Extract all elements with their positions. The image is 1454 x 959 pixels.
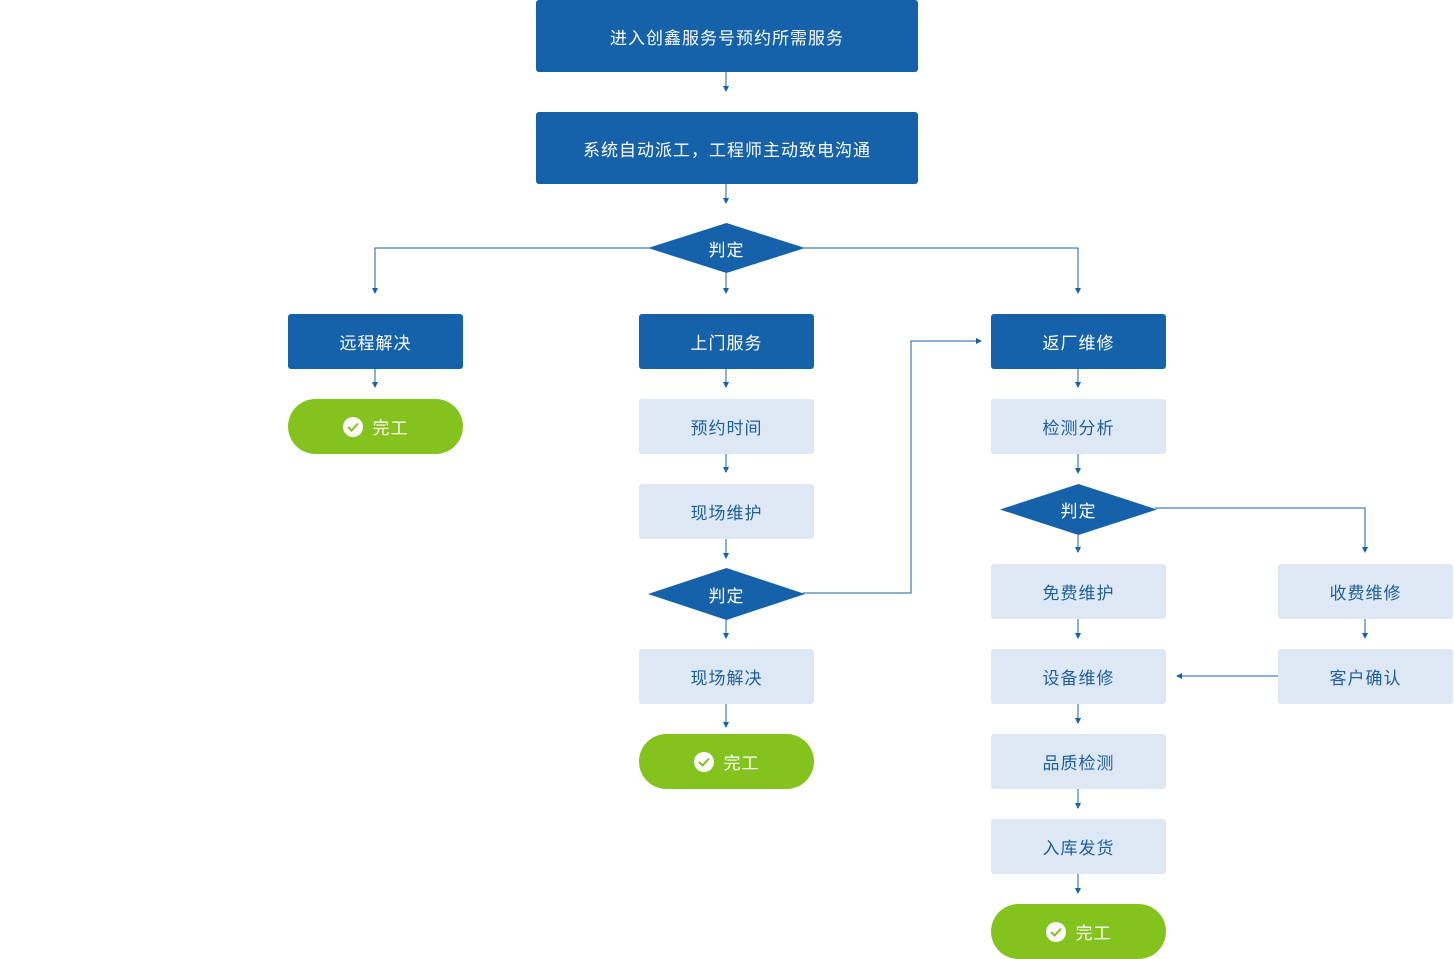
decision-diamond-factory: 判定: [1000, 484, 1157, 535]
equipment-repair-step: 设备维修: [991, 649, 1166, 704]
done-label: 完工: [1075, 924, 1112, 944]
remote-done-terminal: 完工: [288, 399, 463, 454]
dispatch-step: 系统自动派工，工程师主动致电沟通: [536, 112, 918, 184]
diamond-shape: [648, 223, 805, 273]
paid-repair-step: 收费维修: [1278, 564, 1453, 619]
diamond-shape: [1000, 484, 1157, 535]
decision-diamond-onsite: 判定: [648, 568, 805, 620]
quality-check-step: 品质检测: [991, 734, 1166, 789]
customer-confirm-step: 客户确认: [1278, 649, 1453, 704]
decision-diamond-main: 判定: [648, 223, 805, 273]
factory-done-terminal: 完工: [991, 904, 1166, 959]
done-label: 完工: [723, 754, 760, 774]
book-service-step: 进入创鑫服务号预约所需服务: [536, 0, 918, 72]
remote-resolve-step: 远程解决: [288, 314, 463, 369]
done-label: 完工: [372, 419, 409, 439]
decision-label: 判定: [1060, 502, 1097, 522]
onsite-service-step: 上门服务: [639, 314, 814, 369]
check-icon: [1045, 921, 1066, 942]
inspect-analysis-step: 检测分析: [991, 399, 1166, 454]
factory-repair-step: 返厂维修: [991, 314, 1166, 369]
diamond-shape: [648, 568, 805, 620]
decision-label: 判定: [708, 240, 745, 261]
schedule-time-step: 预约时间: [639, 399, 814, 454]
free-maintain-step: 免费维护: [991, 564, 1166, 619]
onsite-done-terminal: 完工: [639, 734, 814, 789]
onsite-resolve-step: 现场解决: [639, 649, 814, 704]
decision-label: 判定: [708, 586, 745, 607]
check-icon: [693, 751, 714, 772]
onsite-maintain-step: 现场维护: [639, 484, 814, 539]
ship-out-step: 入库发货: [991, 819, 1166, 874]
check-icon: [342, 416, 363, 437]
